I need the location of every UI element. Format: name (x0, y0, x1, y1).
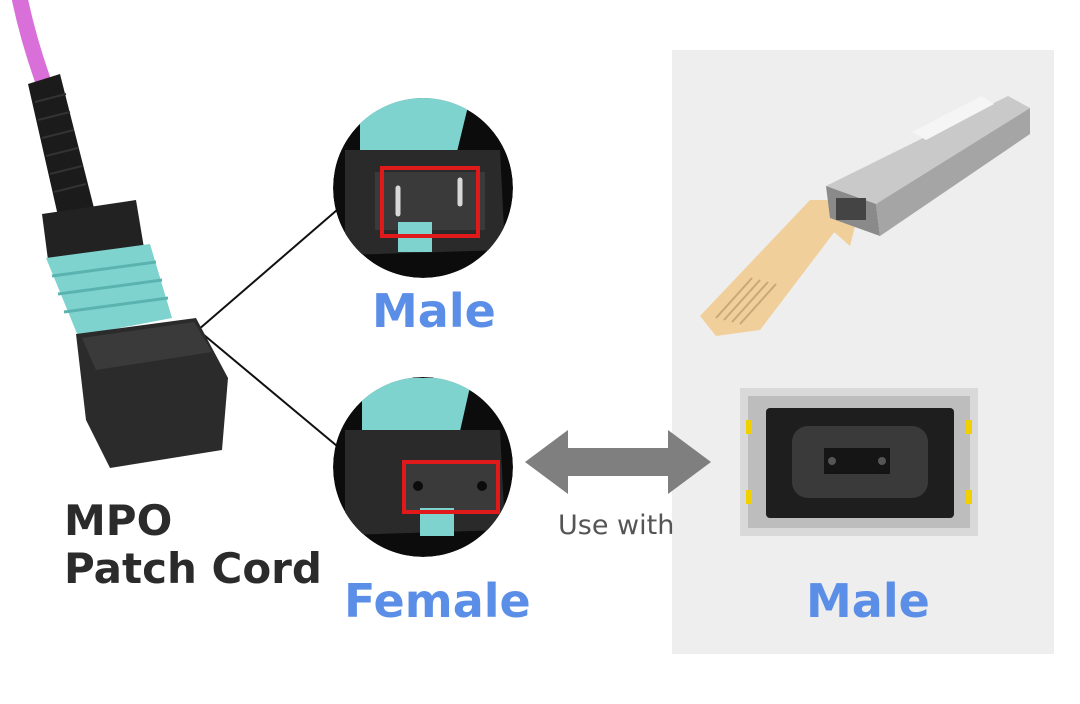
product-name-line2: Patch Cord (64, 544, 322, 593)
male-port-label: Male (806, 574, 930, 628)
female-magnified-view (333, 377, 513, 557)
female-plug-label: Female (344, 574, 531, 628)
leader-line-female (197, 329, 338, 447)
hole-highlight-box (402, 460, 500, 514)
mpo-connector-illustration (12, 0, 228, 468)
mpo-port-illustration (740, 388, 978, 536)
double-headed-arrow-icon (525, 430, 711, 494)
product-name-line1: MPO (64, 496, 173, 545)
strain-relief-boot (28, 74, 94, 216)
module-body-top (826, 96, 1030, 204)
pin-highlight-box (380, 166, 480, 238)
leader-line-male (197, 209, 338, 331)
qsfp-transceiver-illustration (700, 96, 1030, 336)
male-magnified-view (333, 98, 513, 278)
male-plug-label: Male (372, 284, 496, 338)
use-with-label: Use with (558, 510, 675, 541)
module-label (912, 96, 994, 140)
boot-collar (42, 200, 144, 260)
connector-housing (46, 244, 172, 336)
pull-tab (700, 200, 842, 336)
fiber-cable (12, 0, 50, 86)
